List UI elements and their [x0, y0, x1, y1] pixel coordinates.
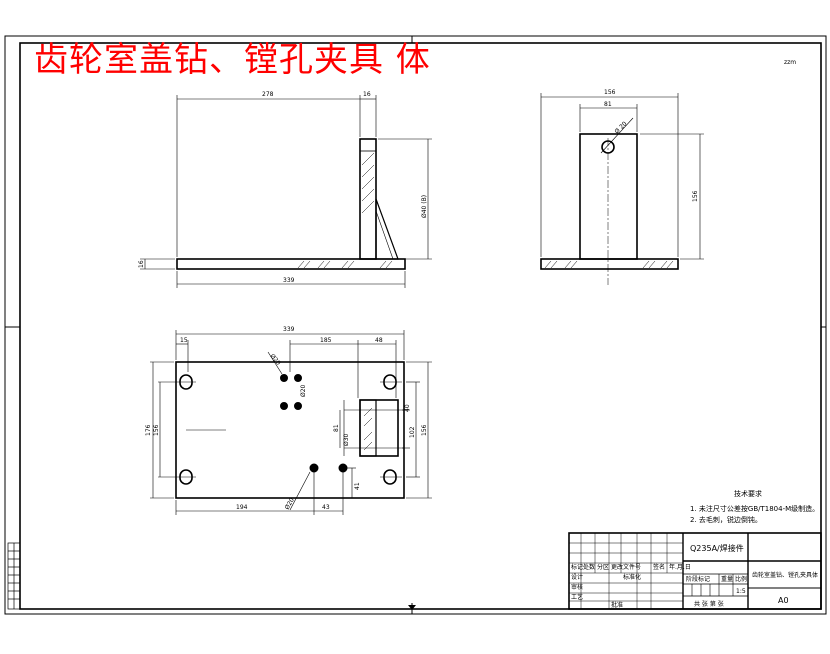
top-dim-bore: Ø30: [343, 433, 350, 446]
corner-mark: zzm: [784, 59, 796, 66]
top-dim-40: 40: [404, 404, 411, 412]
tech-req-line-1: 1. 未注尺寸公差按GB/T1804-M级制造。: [690, 504, 819, 513]
tb-scale-label: 比例: [735, 575, 747, 583]
side-dim-height: 156: [692, 190, 699, 202]
top-dim-176: 176: [145, 424, 152, 436]
tb-stage-label: 阶段标记: [686, 575, 710, 583]
tb-row-label-doc: 更改文件号: [611, 563, 641, 571]
front-dim-height: Ø40 (B): [421, 195, 428, 218]
tb-role-process: 工艺: [571, 593, 583, 601]
top-dim-156: 156: [153, 424, 160, 436]
tb-sheet-size: A0: [778, 596, 789, 605]
top-dim-41: 41: [354, 482, 361, 490]
tb-role-design: 设计: [571, 573, 583, 581]
tb-row-label-zone: 分区: [597, 563, 609, 571]
side-dim-width: 156: [604, 89, 616, 96]
top-view: [150, 330, 432, 515]
tb-weight-label: 重量: [721, 575, 733, 583]
tb-sheets-label: 共 张 第 张: [694, 600, 724, 608]
front-view: [140, 95, 432, 288]
top-dim-hole-a: Ø20: [268, 353, 281, 367]
title-block: [568, 532, 822, 610]
tb-material: Q235A/焊接件: [690, 543, 744, 553]
top-dim-length: 339: [283, 326, 295, 333]
tb-role-approve: 批准: [611, 601, 623, 609]
tb-part-name: 齿轮室盖钻、镗孔夹具体: [752, 571, 818, 579]
tb-role-review: 审核: [571, 583, 583, 591]
top-dim-81: 81: [333, 424, 340, 432]
drawing-title: 齿轮室盖钻、镗孔夹具 体: [34, 40, 431, 80]
top-dim-194: 194: [236, 504, 248, 511]
top-dim-102: 102: [409, 426, 416, 438]
top-dim-156-right: 156: [421, 424, 428, 436]
front-dim-width: 278: [262, 91, 274, 98]
side-dim-upright: 81: [604, 101, 612, 108]
tb-scale: 1:5: [736, 588, 746, 595]
front-dim-base: 339: [283, 277, 295, 284]
top-dim-48: 48: [375, 337, 383, 344]
tb-row-label-count: 处数: [583, 563, 595, 571]
tb-row-label-mark: 标记: [571, 563, 583, 571]
tb-row-label-sign: 签名: [653, 563, 665, 571]
tb-row-label-date: 年.月.日: [669, 563, 691, 571]
top-dim-43: 43: [322, 504, 330, 511]
tech-req-line-2: 2. 去毛刺，锐边倒钝。: [690, 515, 762, 524]
top-dim-185: 185: [320, 337, 332, 344]
tb-role-standard: 标准化: [623, 573, 641, 581]
front-dim-plate: 16: [363, 91, 371, 98]
side-view: [540, 93, 704, 285]
side-dim-hole: Ø 20: [613, 120, 628, 135]
left-strip-table: [7, 542, 21, 610]
tech-req-heading: 技术要求: [734, 489, 762, 498]
front-dim-thick: 16: [138, 260, 145, 268]
top-dim-hole-b: Ø20: [300, 384, 307, 397]
top-dim-15: 15: [180, 337, 188, 344]
